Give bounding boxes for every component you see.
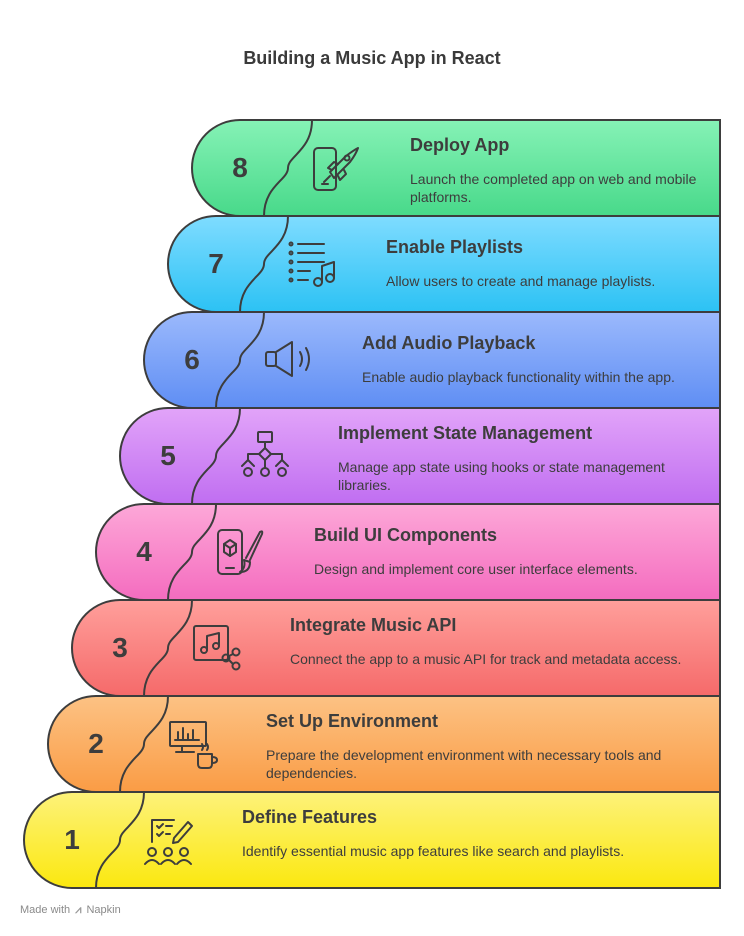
step-description: Enable audio playback functionality with… [362, 369, 675, 385]
step-divider [263, 119, 313, 217]
step-description: Prepare the development environment with… [266, 747, 662, 781]
napkin-logo-icon: ⩘ [75, 904, 82, 916]
hierarchy-icon [241, 431, 289, 477]
footer-brand: Napkin [86, 904, 121, 916]
checklist-team-icon [144, 819, 193, 865]
step-divider [239, 215, 289, 313]
step-title: Set Up Environment [266, 711, 439, 731]
step-band [23, 791, 721, 889]
step-divider [167, 503, 217, 601]
step-title: Add Audio Playback [362, 333, 536, 353]
step-divider [191, 407, 241, 505]
page-title: Building a Music App in React [243, 48, 501, 68]
step-number: 5 [160, 440, 176, 471]
step-description: Design and implement core user interface… [314, 561, 638, 577]
step-title: Build UI Components [314, 525, 497, 545]
step-divider [119, 695, 169, 793]
step-number: 8 [232, 152, 248, 183]
step-number: 1 [64, 824, 80, 855]
music-share-icon [193, 625, 241, 671]
step-divider [215, 311, 265, 409]
step-description: Manage app state using hooks or state ma… [338, 459, 665, 493]
step-description: Launch the completed app on web and mobi… [410, 171, 697, 205]
step-description: Identify essential music app features li… [242, 843, 625, 859]
step-number: 4 [136, 536, 152, 567]
playlist-icon [288, 241, 335, 287]
footer-credit: Made with ⩘ Napkin [20, 904, 121, 917]
step-divider [143, 599, 193, 697]
step-title: Enable Playlists [386, 237, 524, 257]
speaker-icon [265, 341, 310, 377]
step-description: Allow users to create and manage playlis… [386, 273, 656, 289]
step-number: 6 [184, 344, 200, 375]
phone-rocket-icon [313, 147, 359, 191]
step-number: 7 [208, 248, 224, 279]
step-description: Connect the app to a music API for track… [290, 651, 682, 667]
step-divider [95, 791, 145, 889]
step-title: Define Features [242, 807, 378, 827]
step-title: Deploy App [410, 135, 510, 155]
step-number: 2 [88, 728, 104, 759]
phone-brush-icon [217, 529, 264, 575]
step-title: Integrate Music API [290, 615, 457, 635]
footer-prefix: Made with [20, 904, 71, 916]
step-number: 3 [112, 632, 128, 663]
step-title: Implement State Management [338, 423, 593, 443]
step-text-block: Integrate Music API Connect the app to a … [290, 614, 700, 668]
monitor-coffee-icon [169, 721, 218, 769]
